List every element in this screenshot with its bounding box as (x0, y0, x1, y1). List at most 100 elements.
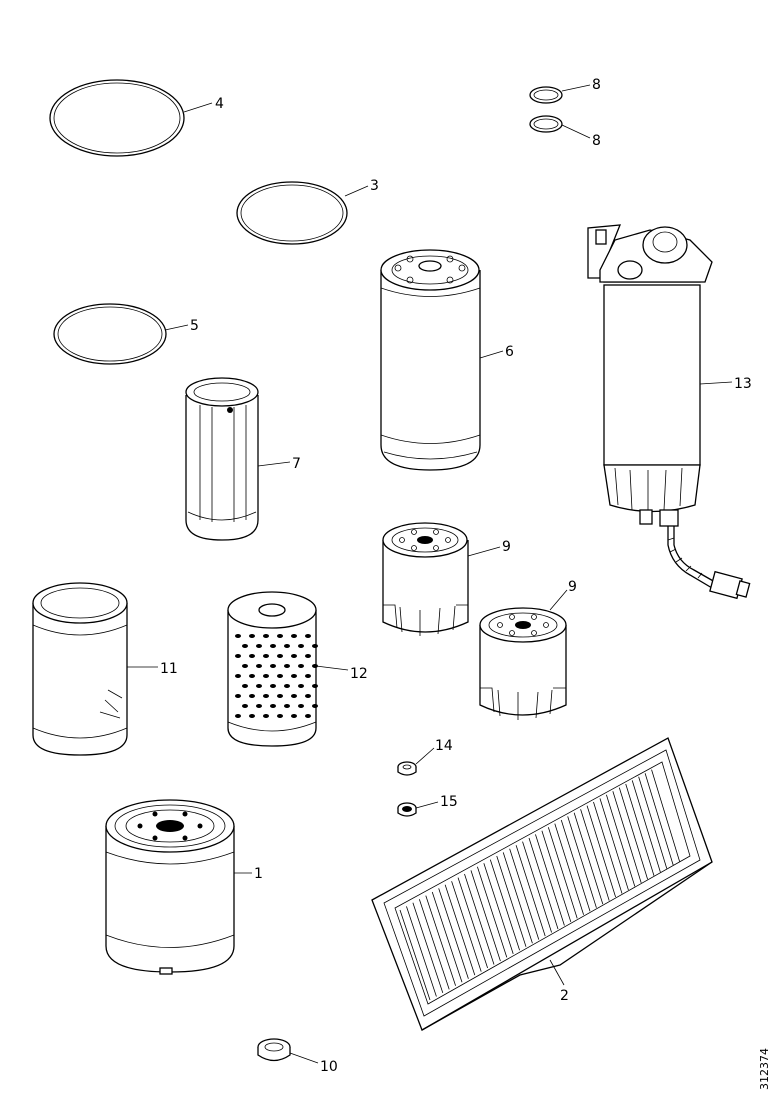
filter-pleat (618, 787, 648, 880)
perforation-hole (298, 644, 304, 648)
callout-3: 3 (370, 178, 379, 194)
filter-pleat (399, 909, 431, 1001)
perforation-hole (284, 644, 290, 648)
filter-pleat (477, 866, 508, 958)
perforation-hole (305, 714, 311, 718)
perforation-hole (305, 654, 311, 658)
filter-pleat (431, 891, 463, 983)
perforated-filter-12 (227, 591, 318, 747)
perforation-hole (270, 644, 276, 648)
callout-15: 15 (440, 794, 458, 810)
filter-pleat (483, 863, 514, 954)
filter-pleat (412, 902, 444, 994)
fuel-filter-6 (380, 249, 481, 471)
callout-5: 5 (190, 318, 199, 334)
leader-lines (127, 84, 733, 1064)
filter-pleat (515, 845, 546, 937)
filter-pleat (406, 906, 437, 997)
perforation-hole (312, 684, 318, 688)
callout-4: 4 (215, 96, 224, 112)
seal-ring-4 (49, 79, 185, 157)
callout-9a: 9 (502, 539, 511, 555)
perforation-hole (291, 654, 297, 658)
small-ring-8a (529, 86, 563, 104)
perforation-hole (277, 634, 283, 638)
callout-9b: 9 (568, 579, 577, 595)
perforation-hole (284, 704, 290, 708)
filter-pleat (489, 859, 520, 951)
perforation-hole (270, 704, 276, 708)
filter-pleat (567, 816, 597, 908)
filter-pleat (541, 830, 572, 923)
filter-pleat (470, 870, 501, 962)
perforation-hole (263, 694, 269, 698)
filter-pleat (612, 791, 642, 883)
perforation-hole (242, 684, 248, 688)
filter-pleat (547, 827, 578, 919)
spin-on-filter-9b (479, 607, 567, 720)
small-ring-8b (529, 115, 563, 133)
filter-element-7 (185, 377, 259, 541)
filter-pleat (444, 884, 476, 976)
perforation-hole (284, 664, 290, 668)
perforation-hole (277, 714, 283, 718)
filter-pleat (593, 801, 623, 894)
perforation-hole (298, 684, 304, 688)
filter-pleat (599, 798, 629, 891)
callout-labels: 4 3 5 8 8 6 7 13 9 9 11 12 14 15 1 2 10 (160, 77, 752, 1075)
filter-pleat (535, 834, 565, 926)
perforation-hole (312, 664, 318, 668)
perforation-hole (277, 694, 283, 698)
panel-air-filter-2 (371, 737, 713, 1031)
perforation-hole (249, 694, 255, 698)
spin-on-filter-9a (382, 522, 469, 636)
filter-pleat (631, 780, 661, 873)
perforation-hole (249, 674, 255, 678)
perforation-hole (235, 654, 241, 658)
perforation-hole (256, 644, 262, 648)
filter-pleat (554, 823, 584, 915)
filter-pleat (496, 855, 527, 947)
filter-pleat (502, 852, 533, 944)
filter-pleat (644, 773, 674, 866)
callout-14: 14 (435, 738, 453, 754)
filter-pleat (451, 881, 482, 972)
filter-pleat (438, 888, 469, 979)
perforation-hole (242, 644, 248, 648)
perforation-hole (312, 704, 318, 708)
perforation-hole (235, 674, 241, 678)
filter-pleat (573, 812, 604, 905)
perforation-hole (235, 714, 241, 718)
filter-pleat (638, 776, 668, 869)
perforation-hole (235, 694, 241, 698)
filter-pleat (425, 895, 456, 986)
perforation-hole (291, 714, 297, 718)
callout-6: 6 (505, 344, 514, 360)
callout-1: 1 (254, 866, 263, 882)
filter-pleat (560, 819, 591, 912)
filter-pleat (457, 877, 488, 969)
perforation-hole (277, 674, 283, 678)
callout-11: 11 (160, 661, 178, 677)
nut-15 (397, 802, 417, 817)
perforation-hole (270, 664, 276, 668)
perforation-hole (263, 634, 269, 638)
water-separator-13 (587, 224, 751, 600)
callout-8b: 8 (592, 133, 601, 149)
perforation-hole (235, 634, 241, 638)
filter-pleat (528, 837, 559, 930)
perforation-hole (312, 644, 318, 648)
perforation-hole (263, 674, 269, 678)
filter-pleat (580, 809, 610, 901)
perforation-hole (249, 654, 255, 658)
sealing-washer-10 (257, 1038, 291, 1062)
filter-pleat (522, 841, 552, 933)
filter-pleat (625, 783, 655, 876)
spin-on-filter-1 (105, 799, 235, 975)
filter-pleat (606, 794, 636, 887)
perforation-hole (291, 674, 297, 678)
drawing-reference-id: 312374 (758, 1048, 771, 1090)
filter-pleat (464, 873, 495, 965)
perforation-hole (270, 684, 276, 688)
